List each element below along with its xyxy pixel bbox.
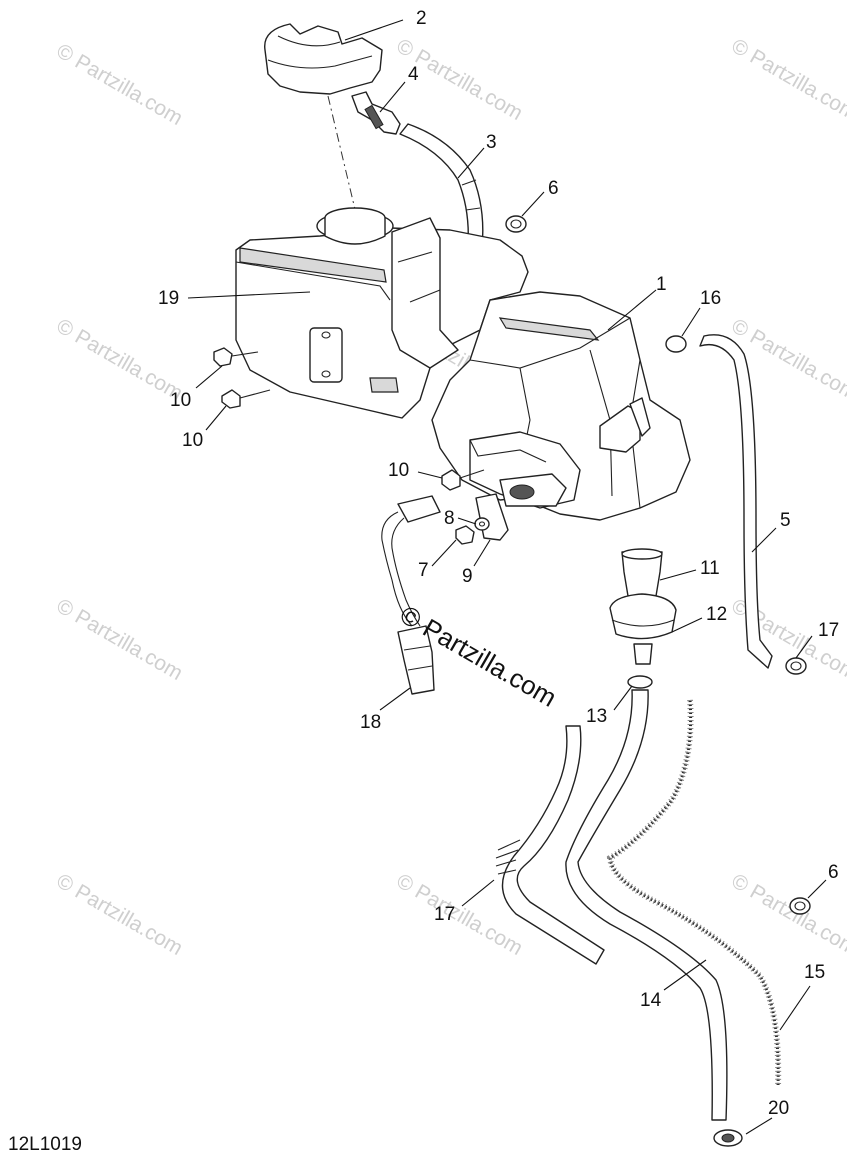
callout-20: 20 <box>768 1098 789 1119</box>
watermark: © Partzilla.com <box>728 869 847 960</box>
callout-6: 6 <box>548 178 559 199</box>
drawing-code: 12L1019 <box>8 1134 82 1155</box>
level-sensor <box>381 495 441 695</box>
callout-12: 12 <box>706 604 727 625</box>
callout-7: 7 <box>418 560 429 581</box>
bolt <box>221 389 271 409</box>
callout-18: 18 <box>360 712 381 733</box>
callout-6: 6 <box>828 862 839 883</box>
callout-5: 5 <box>780 510 791 531</box>
fuel-hose <box>565 689 728 1121</box>
hose-clamp <box>505 215 527 233</box>
callout-4: 4 <box>408 64 419 85</box>
watermark: © Partzilla.com <box>53 39 187 130</box>
callout-10: 10 <box>170 390 191 411</box>
callout-9: 9 <box>462 566 473 587</box>
bolt <box>213 347 259 367</box>
callout-2: 2 <box>416 8 427 29</box>
callout-13: 13 <box>586 706 607 727</box>
watermark: © Partzilla.com <box>53 869 187 960</box>
callout-17: 17 <box>818 620 839 641</box>
callout-19: 19 <box>158 288 179 309</box>
nut <box>455 525 475 545</box>
hose-clamp <box>713 1129 743 1147</box>
bent-hose <box>495 725 605 965</box>
leader-lines <box>187 19 827 1135</box>
filler-cap <box>264 23 383 95</box>
hose-clamp <box>789 897 811 915</box>
callout-3: 3 <box>486 132 497 153</box>
vent-hose-long <box>699 334 773 669</box>
callout-8: 8 <box>444 508 455 529</box>
watermark: © Partzilla.com <box>728 34 847 125</box>
hose-clamp <box>627 675 653 689</box>
callout-labels: 2 4 3 6 1 16 19 10 10 10 8 7 9 5 11 12 1… <box>158 8 839 1119</box>
callout-1: 1 <box>656 274 667 295</box>
fuel-tank <box>235 207 691 521</box>
cap-centerline <box>327 95 359 223</box>
watermark-grid: © Partzilla.com © Partzilla.com © Partzi… <box>53 34 847 960</box>
sender-bracket <box>475 493 509 541</box>
watermark: © Partzilla.com <box>53 594 187 685</box>
hose-clamp <box>785 657 807 675</box>
coil-spring <box>606 699 782 1087</box>
washer <box>474 517 490 531</box>
fuel-valve <box>609 548 677 665</box>
callout-11: 11 <box>700 558 720 579</box>
bolt <box>441 469 485 491</box>
callout-10: 10 <box>182 430 203 451</box>
watermark: © Partzilla.com <box>53 314 187 405</box>
callout-14: 14 <box>640 990 662 1011</box>
callout-17: 16 <box>700 288 721 309</box>
hose-clamp <box>665 335 687 353</box>
callout-15: 15 <box>804 962 825 983</box>
callout-10: 10 <box>388 460 409 481</box>
callout-16: 17 <box>434 904 455 925</box>
vent-fitting <box>351 91 401 135</box>
